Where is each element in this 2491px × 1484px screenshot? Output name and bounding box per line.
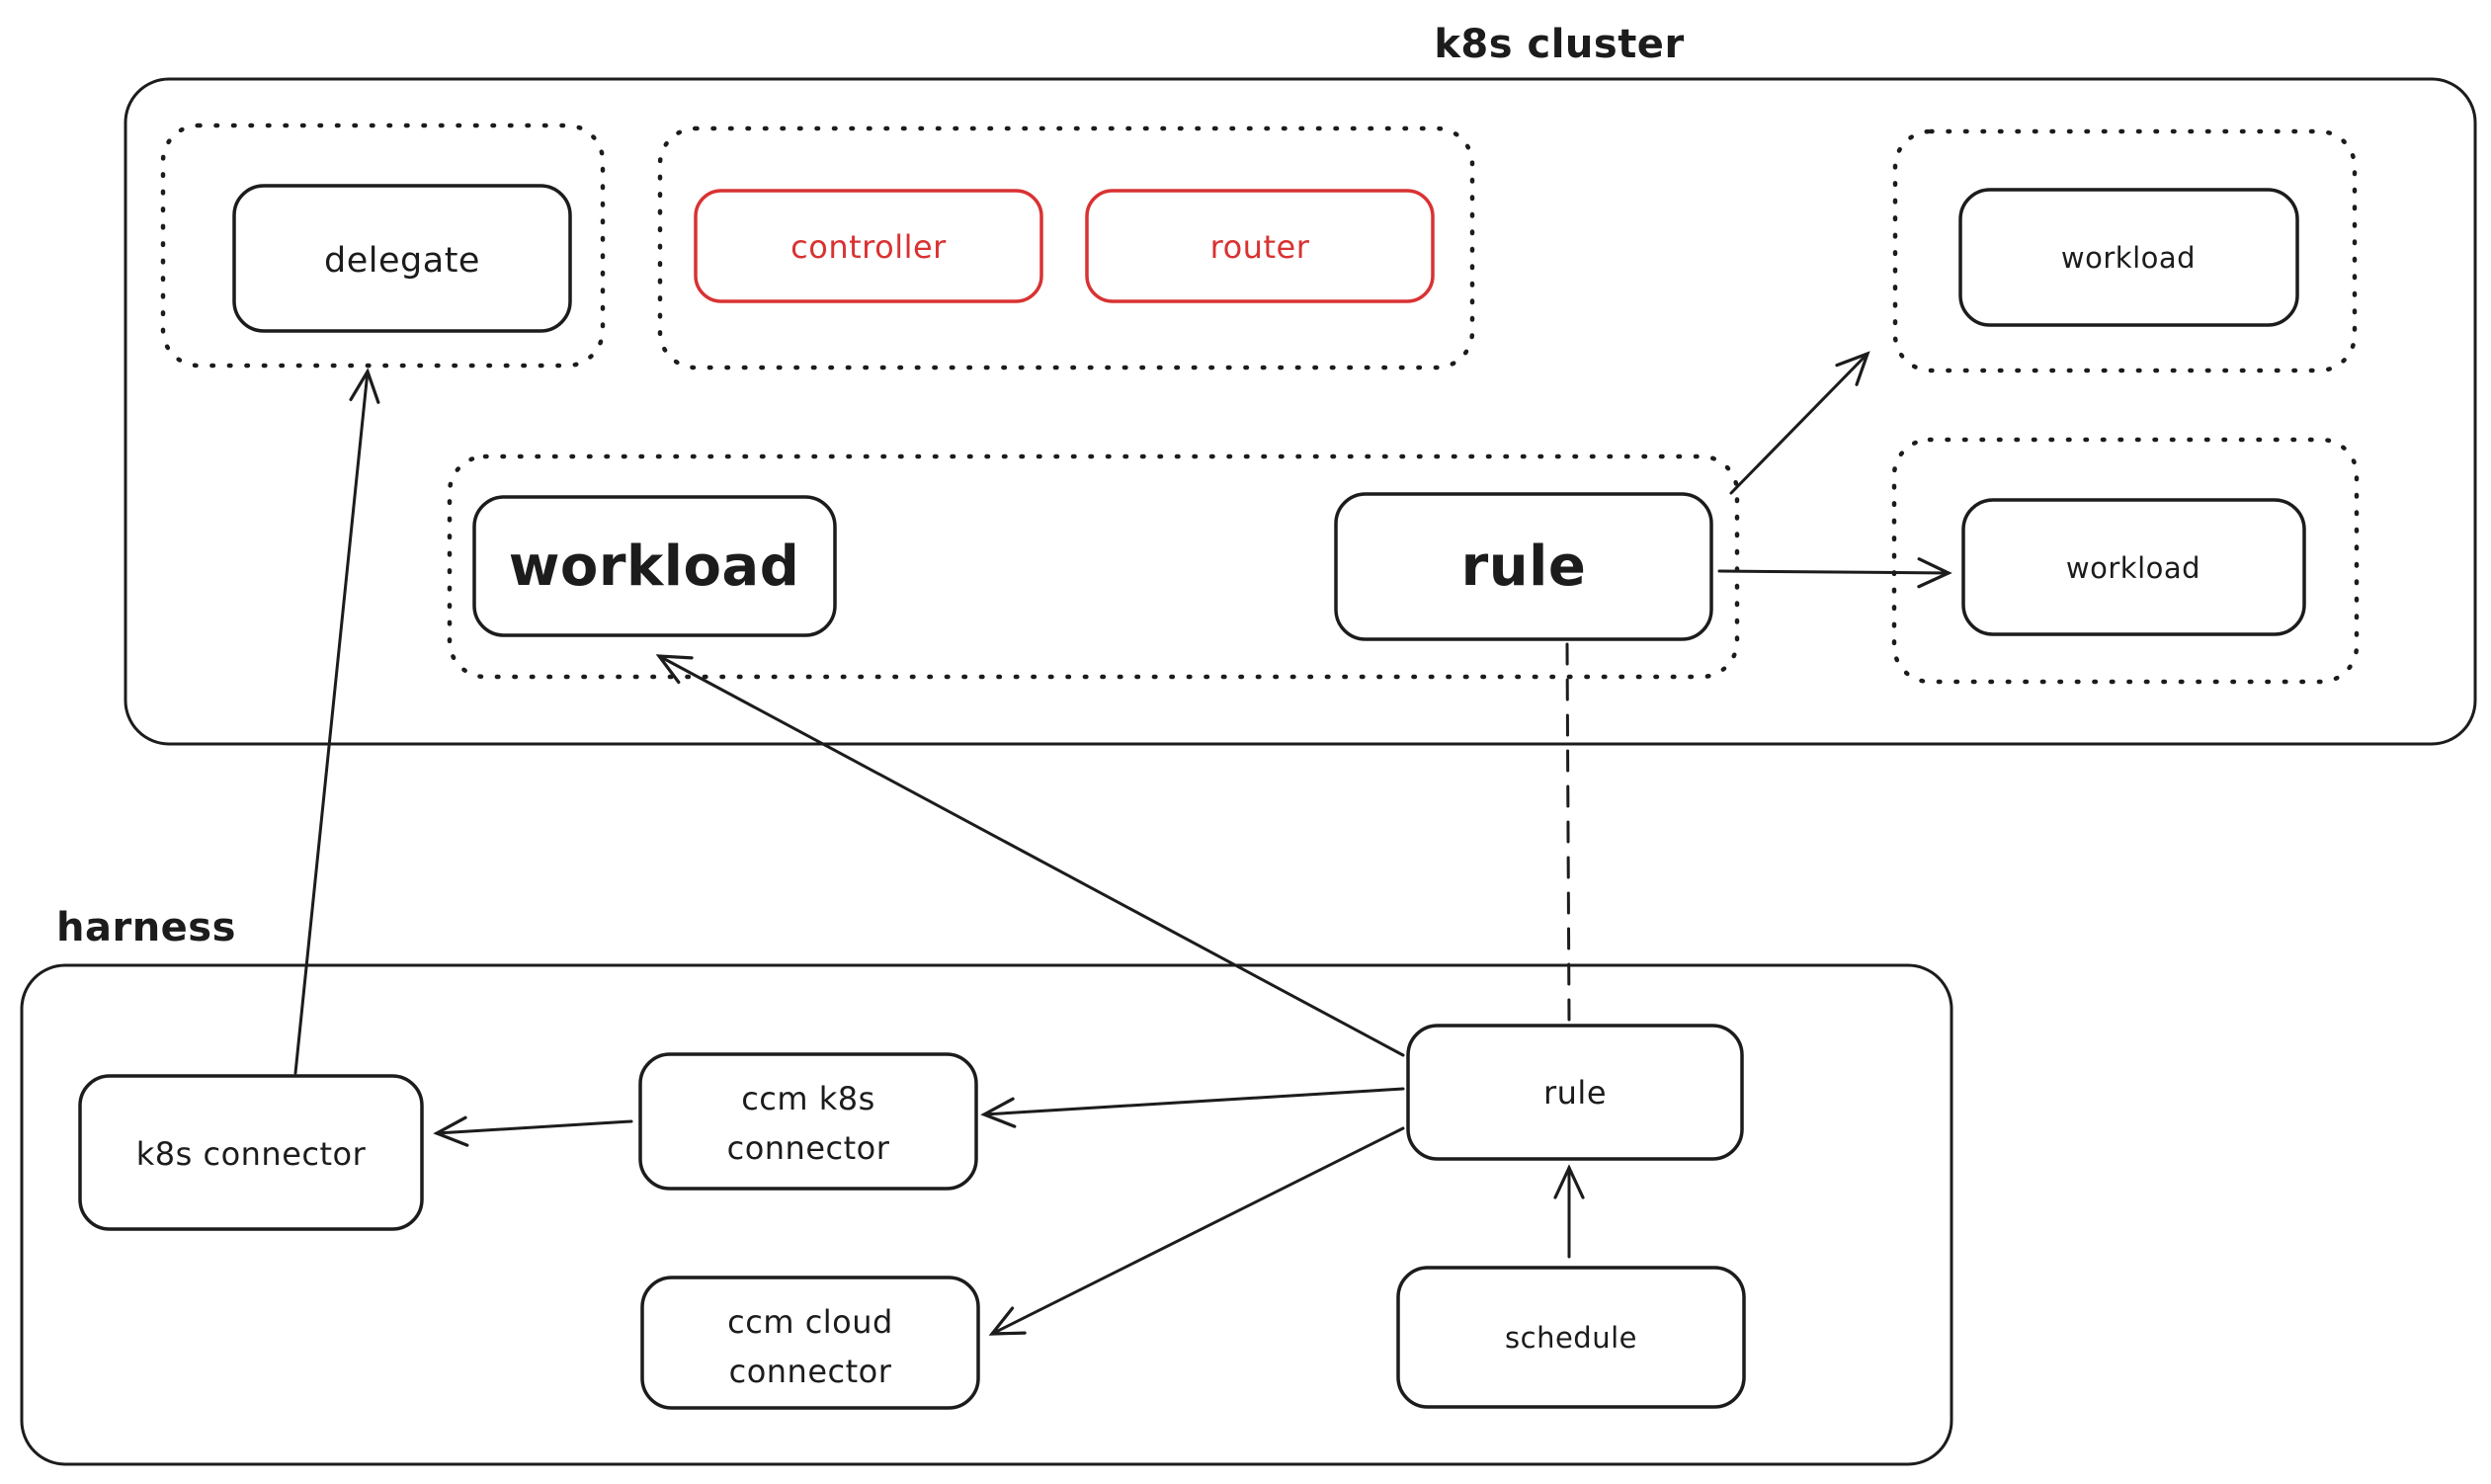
workload-rule-group: [447, 453, 1740, 680]
node-rule-cluster: rule: [1334, 492, 1713, 641]
node-workload-top-right-label: workload: [2061, 241, 2196, 275]
node-controller-label: controller: [790, 228, 947, 266]
arrow-ccm-k8s-connector-to-k8s-connector: [433, 1115, 633, 1147]
node-workload-top-right: workload: [1958, 188, 2299, 327]
node-router-label: router: [1210, 228, 1310, 266]
node-router: router: [1085, 189, 1435, 303]
node-rule-harness-label: rule: [1543, 1074, 1607, 1112]
node-workload-main: workload: [472, 495, 837, 637]
node-ccm-cloud-connector: ccm cloud connector: [640, 1276, 980, 1410]
controller-router-group: [657, 125, 1475, 371]
node-workload-right-label: workload: [2066, 551, 2200, 585]
node-k8s-connector: k8s connector: [78, 1074, 424, 1231]
node-rule-cluster-label: rule: [1461, 535, 1587, 599]
arrow-rule-harness-to-ccm-k8s-connector: [980, 1087, 1405, 1128]
k8s-cluster-title: k8s cluster: [1434, 22, 1684, 67]
workload-group-top-right: [1892, 128, 2358, 373]
node-delegate: delegate: [232, 184, 572, 333]
arrow-rule-cluster-to-workload-group-top-right: [1729, 351, 1870, 495]
k8s-cluster-container: [124, 77, 2477, 746]
dashed-link-rule-cluster-to-rule-harness: [1565, 642, 1571, 1024]
node-controller: controller: [694, 189, 1043, 303]
node-schedule: schedule: [1396, 1266, 1746, 1409]
node-ccm-cloud-connector-label-line2: connector: [729, 1353, 892, 1390]
node-ccm-cloud-connector-label-line1: ccm cloud: [727, 1303, 893, 1341]
delegate-group: [160, 123, 606, 369]
node-k8s-connector-label: k8s connector: [136, 1135, 367, 1173]
node-ccm-k8s-connector-label-line2: connector: [727, 1129, 890, 1167]
node-ccm-k8s-connector: ccm k8s connector: [638, 1052, 978, 1191]
node-workload-right: workload: [1961, 498, 2306, 636]
harness-container: [20, 963, 1953, 1466]
harness-title: harness: [56, 905, 236, 950]
node-workload-main-label: workload: [509, 535, 800, 599]
node-ccm-k8s-connector-label-line1: ccm k8s: [741, 1080, 875, 1117]
node-rule-harness: rule: [1406, 1024, 1744, 1161]
node-schedule-label: schedule: [1505, 1321, 1637, 1355]
arrow-rule-harness-to-workload-main: [655, 654, 1405, 1057]
arrow-rule-cluster-to-workload-right: [1717, 557, 1952, 589]
arrow-rule-harness-to-ccm-cloud-connector: [988, 1126, 1405, 1336]
node-delegate-label: delegate: [324, 241, 480, 281]
arrow-k8s-connector-to-delegate-group: [293, 368, 380, 1075]
